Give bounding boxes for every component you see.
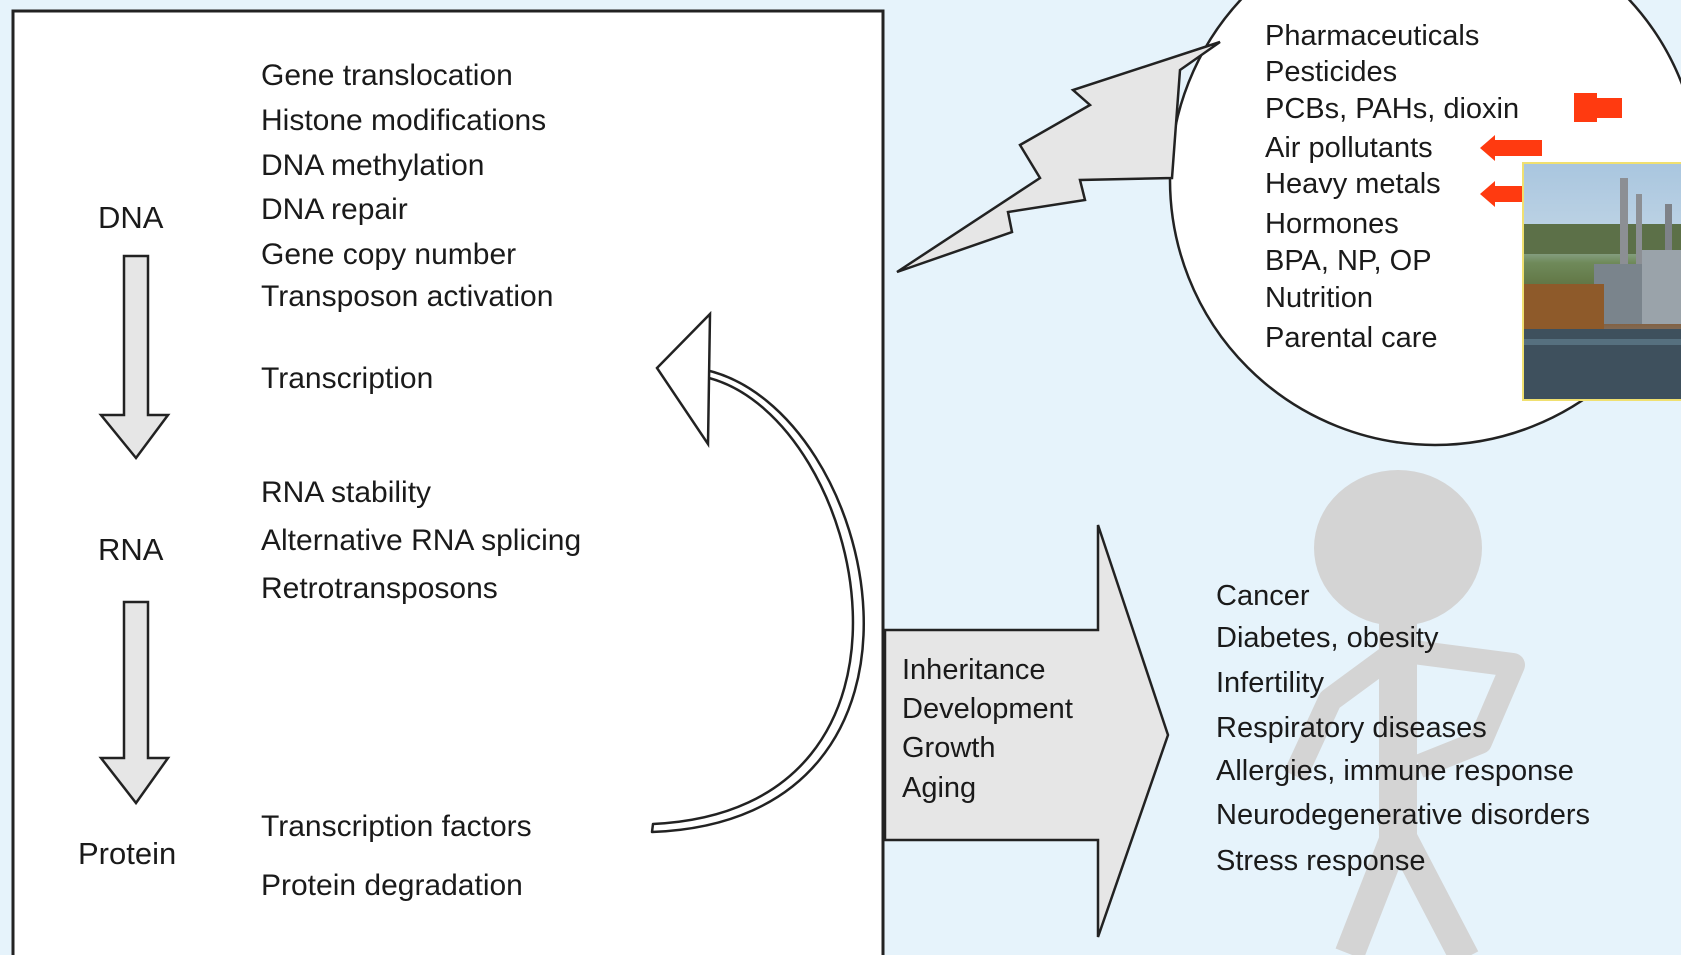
outcome-neurodegenerative: Neurodegenerative disorders — [1216, 799, 1590, 831]
gene-regulation-panel — [11, 9, 885, 955]
outcome-respiratory-diseases: Respiratory diseases — [1216, 712, 1487, 744]
outcome-allergies-immune: Allergies, immune response — [1216, 755, 1574, 787]
agent-heavy-metals: Heavy metals — [1265, 168, 1441, 200]
stage-protein: Protein — [78, 836, 177, 871]
outcome-stress-response: Stress response — [1216, 845, 1426, 877]
outcome-diabetes-obesity: Diabetes, obesity — [1216, 622, 1439, 654]
agent-nutrition: Nutrition — [1265, 282, 1373, 314]
mechanism-dna-methylation: DNA methylation — [261, 149, 485, 182]
mechanism-histone-modifications: Histone modifications — [261, 104, 547, 137]
highlight-arrow-metals — [1480, 181, 1522, 207]
agent-hormones: Hormones — [1265, 208, 1399, 240]
agent-pcbs-pahs-dioxin: PCBs, PAHs, dioxin — [1265, 93, 1520, 125]
stage-rna: RNA — [98, 532, 164, 567]
process-development: Development — [902, 693, 1073, 725]
highlight-arrow-air — [1480, 135, 1542, 161]
agent-bpa-np-op: BPA, NP, OP — [1265, 245, 1432, 277]
process-inheritance: Inheritance — [902, 654, 1046, 686]
mechanism-gene-copy-number: Gene copy number — [261, 238, 517, 271]
process-arrow — [883, 524, 1170, 938]
power-plant-photo — [1522, 162, 1681, 401]
mechanism-transposon-activation: Transposon activation — [261, 280, 554, 313]
dna-to-rna-arrow — [98, 254, 171, 461]
human-silhouette-icon — [1284, 470, 1525, 955]
outcome-cancer: Cancer — [1216, 580, 1310, 612]
agent-parental-care: Parental care — [1265, 322, 1438, 354]
mechanism-retrotransposons: Retrotransposons — [261, 572, 498, 605]
feedback-curved-arrow — [650, 310, 865, 834]
mechanism-protein-degradation: Protein degradation — [261, 869, 523, 902]
process-aging: Aging — [902, 772, 977, 804]
mechanism-gene-translocation: Gene translocation — [261, 59, 513, 92]
mechanism-transcription: Transcription — [261, 362, 434, 395]
agent-pesticides: Pesticides — [1265, 56, 1398, 88]
agent-pharmaceuticals: Pharmaceuticals — [1265, 20, 1480, 52]
mechanism-alternative-splicing: Alternative RNA splicing — [261, 524, 582, 557]
mechanism-dna-repair: DNA repair — [261, 193, 408, 226]
outcome-infertility: Infertility — [1216, 667, 1324, 699]
mechanism-transcription-factors: Transcription factors — [261, 810, 532, 843]
mechanism-rna-stability: RNA stability — [261, 476, 432, 509]
process-growth: Growth — [902, 732, 996, 764]
agent-air-pollutants: Air pollutants — [1265, 132, 1433, 164]
lightning-bolt-icon — [896, 40, 1221, 274]
stage-dna: DNA — [98, 200, 164, 235]
highlight-arrow-pcbs — [1574, 93, 1622, 122]
rna-to-protein-arrow — [98, 600, 171, 806]
